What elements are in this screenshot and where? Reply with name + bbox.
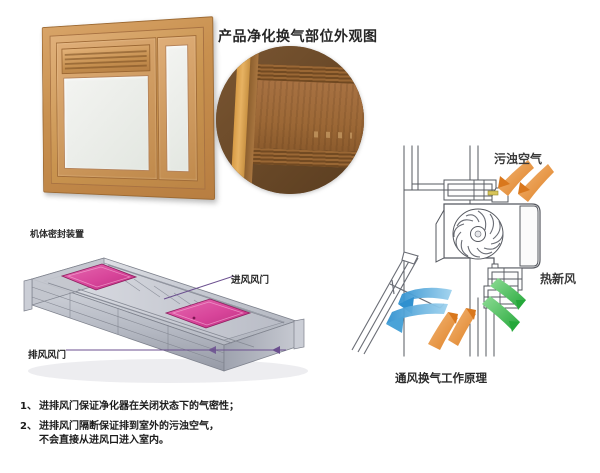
note-number: 1、 [20,401,37,412]
vent-detail-photo [216,46,364,194]
dirty-air-arrows [428,160,554,350]
window-glass-left [63,75,150,172]
notes-list: 1、 进排风门保证净化器在关闭状态下的气密性； 2、 进排风门隔断保证排到室外的… [20,400,350,454]
note-line: 不会直接从进风口进入室内。 [38,435,169,446]
fresh-air-arrows [482,278,526,332]
note-item: 2、 进排风门隔断保证排到室外的污浊空气， 不会直接从进风口进入室内。 [20,420,350,449]
vent-screw-row [313,131,353,139]
ventilation-principle-diagram [348,118,600,370]
window-inner-frame [49,26,206,190]
page-title: 产品净化换气部位外观图 [218,29,378,45]
cad-assembly-title: 机体密封装置 [30,230,85,240]
window-glass-right [165,44,190,173]
window-outer-frame [41,16,216,200]
label-fresh-air: 热新风 [540,272,577,286]
label-dirty-air: 污浊空气 [494,152,543,166]
window-vent-panel [61,44,151,75]
note-line: 进排风门保证净化器在关闭状态下的气密性； [38,401,239,412]
note-line: 进排风门隔断保证排到室外的污浊空气， [38,420,219,432]
diagram-caption: 通风换气工作原理 [395,371,487,385]
fan-impeller [452,208,504,260]
cad-assembly-drawing [18,243,308,388]
vent-wood-panel [247,79,364,153]
note-text: 进排风门隔断保证排到室外的污浊空气， 不会直接从进风口进入室内。 [39,420,350,449]
note-number: 2、 [20,420,37,432]
damper-panel-left [60,263,138,291]
window-sash-left [55,37,158,181]
damper-panel-right [164,298,252,329]
note-text: 进排风门保证净化器在关闭状态下的气密性； [39,400,350,415]
window-product-photo [12,12,216,202]
callout-intake-damper: 进风风门 [231,275,270,286]
callout-exhaust-damper: 排风风门 [28,350,67,361]
window-sash-right [157,35,198,182]
indoor-air-arrows [386,287,452,333]
note-item: 1、 进排风门保证净化器在关闭状态下的气密性； [20,400,350,415]
